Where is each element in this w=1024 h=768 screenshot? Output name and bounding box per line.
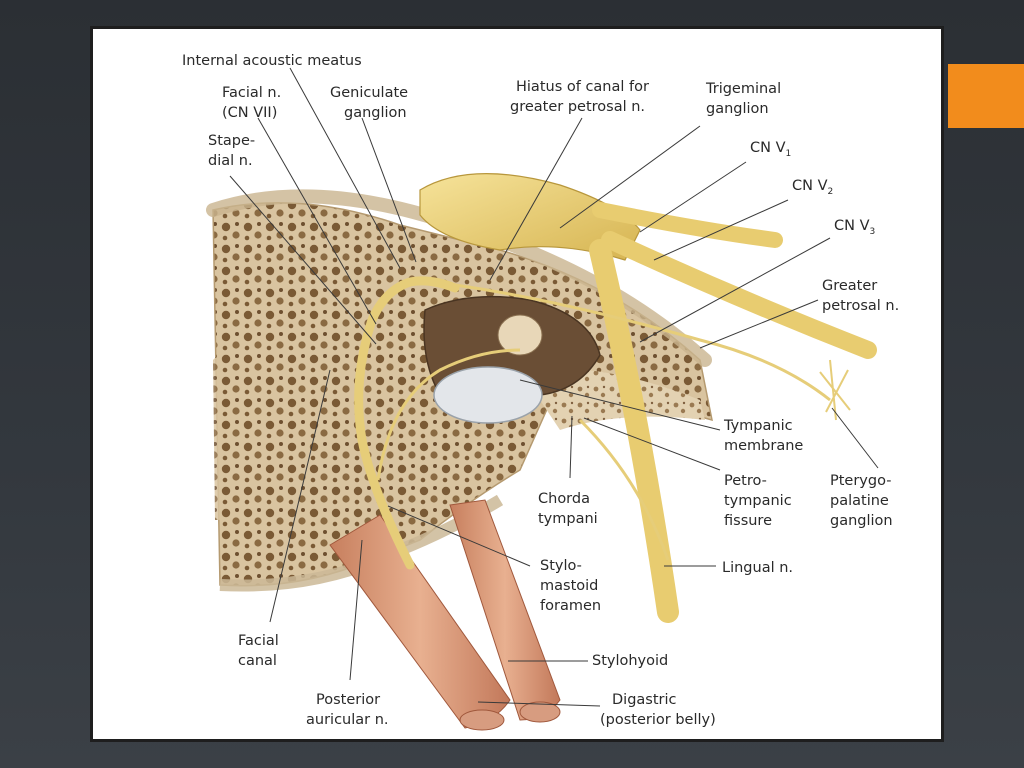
label-chorda-tympani-2: tympani	[538, 511, 598, 527]
chorda-tympani-course	[376, 348, 521, 481]
label-digastric: Digastric	[612, 692, 677, 708]
label-stapedial-nerve-2: dial n.	[208, 153, 253, 169]
figure-labels: Internal acoustic meatus Facial n. (CN V…	[182, 53, 899, 728]
label-stylohyoid: Stylohyoid	[592, 653, 668, 669]
label-stapedial-nerve: Stape-	[208, 133, 255, 149]
label-pterygopalatine-3: ganglion	[830, 513, 893, 529]
label-stylomastoid: Stylo-	[540, 558, 582, 574]
cn-v2-branch	[601, 231, 877, 359]
label-greater-petrosal-2: petrosal n.	[822, 298, 899, 314]
label-chorda-tympani: Chorda	[538, 491, 590, 507]
label-trigeminal-ganglion-2: ganglion	[706, 101, 769, 117]
leader-lines	[229, 67, 879, 707]
label-facial-nerve: Facial n.	[222, 85, 281, 101]
facial-nerve-course	[354, 276, 460, 570]
label-tympanic-membrane-2: membrane	[724, 438, 803, 454]
label-petrotympanic-2: tympanic	[724, 493, 792, 509]
label-pterygopalatine-2: palatine	[830, 493, 889, 509]
label-geniculate-ganglion-2: ganglion	[344, 105, 407, 121]
label-tympanic-membrane: Tympanic	[723, 418, 793, 434]
ganglion-twigs	[819, 359, 851, 421]
label-geniculate-ganglion: Geniculate	[330, 85, 408, 101]
label-cn-v2: CN V2	[792, 178, 833, 197]
lingual-nerve-course	[578, 418, 670, 561]
greater-petrosal-course	[454, 283, 831, 402]
accent-bar	[948, 64, 1024, 128]
label-cn-v3: CN V3	[834, 218, 875, 237]
cn-v1-branch	[592, 202, 783, 248]
label-facial-canal-2: canal	[238, 653, 277, 669]
label-lingual-nerve: Lingual n.	[722, 560, 793, 576]
label-posterior-auricular-2: auricular n.	[306, 712, 389, 728]
label-petrotympanic: Petro-	[724, 473, 767, 489]
label-stylomastoid-2: mastoid	[540, 578, 598, 594]
cn-v3-branch	[589, 239, 679, 623]
label-hiatus-2: greater petrosal n.	[510, 99, 645, 115]
label-cn-v1: CN V1	[750, 140, 791, 159]
mastoid-region	[213, 345, 294, 520]
label-petrotympanic-3: fissure	[724, 513, 772, 529]
tympanic-membrane-shape	[433, 366, 543, 424]
label-internal-acoustic-meatus: Internal acoustic meatus	[182, 53, 362, 69]
label-facial-nerve-cn: (CN VII)	[222, 105, 277, 121]
label-digastric-2: (posterior belly)	[600, 712, 716, 728]
label-trigeminal-ganglion: Trigeminal	[705, 81, 781, 97]
ossicles	[497, 314, 543, 356]
label-greater-petrosal: Greater	[822, 278, 877, 294]
label-posterior-auricular: Posterior	[316, 692, 380, 708]
label-stylomastoid-3: foramen	[540, 598, 601, 614]
label-facial-canal: Facial	[238, 633, 279, 649]
label-pterygopalatine: Pterygo-	[830, 473, 891, 489]
label-hiatus: Hiatus of canal for	[516, 79, 649, 95]
